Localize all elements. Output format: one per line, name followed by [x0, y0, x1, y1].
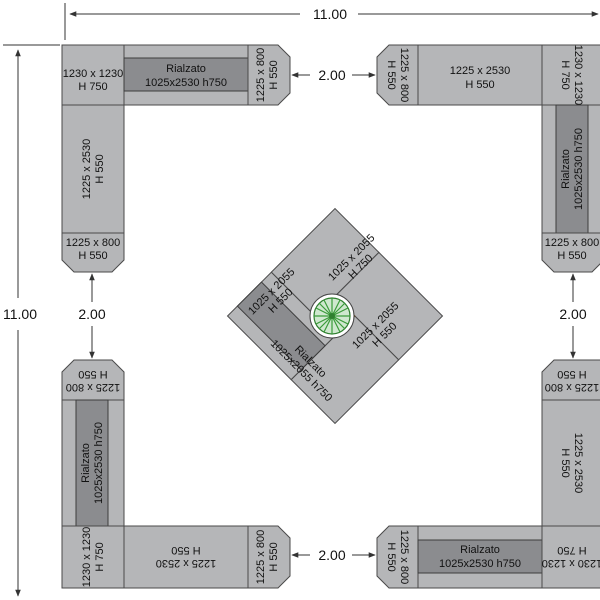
end-label-2: H 550 [557, 250, 586, 262]
raised-bench [75, 399, 109, 527]
end-cap [61, 232, 125, 273]
side-label-2: H 550 [94, 154, 106, 183]
end-label-1: 1225 x 800 [66, 381, 120, 393]
center-planter-group [226, 207, 444, 425]
end-label-1: 1225 x 800 [398, 530, 410, 584]
end-cap [541, 232, 600, 273]
gap-label: 2.00 [559, 306, 586, 322]
side-label-1: Rialzato [80, 443, 92, 483]
end-label-2: H 550 [385, 60, 397, 89]
gap-dimension-top: 2.00 [291, 67, 376, 83]
gap-label: 2.00 [318, 67, 345, 83]
dim-width-label: 11.00 [313, 6, 347, 22]
bench [123, 525, 249, 589]
side-label-1: 1225 x 2530 [572, 433, 584, 494]
raised-bench [555, 104, 589, 234]
corner-label-1: 1230 x 1230 [572, 45, 584, 106]
end-cap [247, 44, 291, 106]
dimension-top: 11.00 [64, 3, 599, 40]
side-label-2: 1025x2530 h750 [573, 128, 585, 210]
bench-label-1: Rialzato [166, 63, 206, 75]
end-label-2: H 550 [557, 368, 586, 380]
raised-bench [417, 539, 543, 574]
bench-label-1: 1225 x 2530 [450, 65, 511, 77]
end-label-2: H 550 [385, 542, 397, 571]
end-label-1: 1225 x 800 [255, 48, 267, 102]
corner-label-1: 1230 x 1230 [542, 557, 600, 569]
top-right-group: 1225 x 800 H 550 1225 x 2530 H 550 1230 … [376, 44, 600, 273]
side-bench [61, 104, 125, 234]
side-label-1: Rialzato [560, 149, 572, 189]
end-label-1: 1225 x 800 [545, 237, 599, 249]
corner-label-2: H 750 [94, 542, 106, 571]
side-label-2: 1025x2530 h750 [93, 422, 105, 504]
end-label-2: H 550 [78, 368, 107, 380]
end-label-2: H 550 [268, 60, 280, 89]
gap-label: 2.00 [318, 547, 345, 563]
end-label-1: 1225 x 800 [66, 237, 120, 249]
corner-label-2: H 750 [559, 60, 571, 89]
bench-label-2: 1025x2530 h750 [145, 77, 227, 89]
corner-label-1: 1230 x 1230 [81, 527, 93, 588]
end-label-1: 1225 x 800 [255, 530, 267, 584]
center-raised-bench [236, 281, 326, 371]
bench-label-2: H 550 [171, 544, 200, 556]
corner-label-2: H 750 [557, 544, 586, 556]
end-label-1: 1225 x 800 [398, 48, 410, 102]
bottom-left-group: 1225 x 800 H 550 Rialzato 1025x2530 h750… [61, 359, 291, 589]
center-bench [270, 207, 380, 317]
bench-label-1: Rialzato [460, 544, 500, 556]
corner-seat [61, 525, 125, 589]
gap-dimension-right: 2.00 [559, 273, 587, 359]
end-label-2: H 550 [78, 250, 107, 262]
gap-label: 2.00 [78, 306, 105, 322]
end-cap [247, 525, 291, 589]
gap-dimension-bottom: 2.00 [291, 547, 376, 563]
corner-seat [541, 44, 600, 106]
corner-label-2: H 750 [78, 81, 107, 93]
dimension-left: 11.00 [3, 44, 60, 597]
bottom-right-group: 1225 x 800 H 550 1225 x 2530 H 550 1225 … [376, 359, 600, 589]
bench-label-2: 1025x2530 h750 [439, 558, 521, 570]
corner-label-1: 1230 x 1230 [63, 68, 124, 80]
side-bench [541, 399, 600, 527]
bench-label-2: H 550 [465, 79, 494, 91]
side-label-1: 1225 x 2530 [81, 139, 93, 200]
side-label-2: H 550 [559, 448, 571, 477]
end-label-1: 1225 x 800 [545, 381, 599, 393]
corner-seat [541, 525, 600, 589]
gap-dimension-left: 2.00 [78, 273, 106, 359]
end-label-2: H 550 [268, 542, 280, 571]
bench-label-1: 1225 x 2530 [156, 557, 217, 569]
top-left-group: 1230 x 1230 H 750 Rialzato 1025x2530 h75… [61, 44, 291, 273]
dim-height-label: 11.00 [3, 306, 37, 322]
tree-icon [309, 293, 355, 339]
